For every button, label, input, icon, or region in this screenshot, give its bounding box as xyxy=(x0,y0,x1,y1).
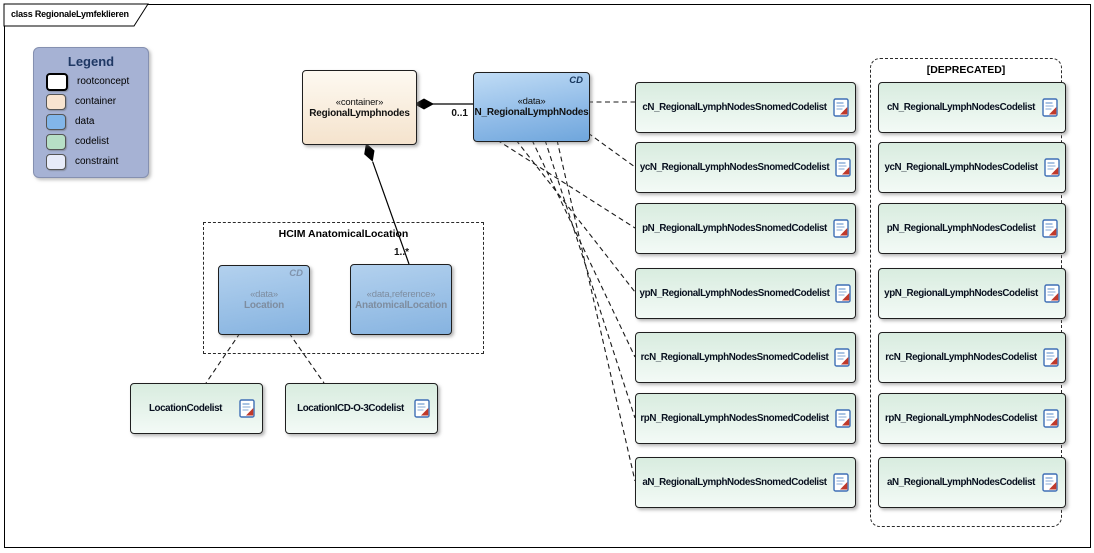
codelist-box[interactable]: rpN_RegionalLymphNodesCodelist xyxy=(878,393,1066,444)
multiplicity-1-many: 1..* xyxy=(394,247,410,258)
codelist-name: ycN_RegionalLymphNodesSnomedCodelist xyxy=(639,162,830,173)
deprecated-group-title: [DEPRECATED] xyxy=(926,64,1006,76)
class-box-anatomicallocation[interactable]: «data,reference» AnatomicalLocation xyxy=(350,264,452,335)
hcim-group-title: HCIM AnatomicalLocation xyxy=(278,228,409,240)
legend-item-label: codelist xyxy=(75,136,109,147)
legend-item: constraint xyxy=(46,153,148,170)
class-name: Location xyxy=(243,300,285,311)
cd-type-tag: CD xyxy=(569,75,583,86)
document-icon xyxy=(835,158,851,177)
codelist-box[interactable]: ycN_RegionalLymphNodesCodelist xyxy=(878,142,1066,193)
codelist-box[interactable]: pN_RegionalLymphNodesCodelist xyxy=(878,203,1066,254)
legend-item-label: data xyxy=(75,116,95,127)
container-swatch xyxy=(46,93,66,110)
document-icon xyxy=(834,348,851,367)
document-icon xyxy=(834,409,851,428)
codelist-box[interactable]: ypN_RegionalLymphNodesCodelist xyxy=(878,268,1066,319)
document-icon xyxy=(832,98,849,117)
codelist-box[interactable]: ypN_RegionalLymphNodesSnomedCodelist xyxy=(635,268,856,319)
class-box-regionallymphnodes[interactable]: «container» RegionalLymphnodes xyxy=(302,70,417,145)
codelist-box[interactable]: cN_RegionalLymphNodesCodelist xyxy=(878,82,1066,133)
codelist-name: rpN_RegionalLymphNodesSnomedCodelist xyxy=(640,413,829,424)
document-icon xyxy=(239,399,255,418)
class-name: RegionalLymphnodes xyxy=(309,107,410,119)
codelist-box[interactable]: ycN_RegionalLymphNodesSnomedCodelist xyxy=(635,142,856,193)
document-icon xyxy=(1043,348,1059,367)
codelist-name: rpN_RegionalLymphNodesCodelist xyxy=(884,413,1038,424)
legend-item: container xyxy=(46,93,148,110)
codelist-box[interactable]: rcN_RegionalLymphNodesCodelist xyxy=(878,332,1066,383)
document-icon xyxy=(835,284,852,303)
codelist-box[interactable]: rpN_RegionalLymphNodesSnomedCodelist xyxy=(635,393,856,444)
codelist-name: cN_RegionalLymphNodesCodelist xyxy=(886,102,1036,113)
legend-item: rootconcept xyxy=(46,72,148,91)
document-icon xyxy=(1042,98,1058,117)
legend-item: data xyxy=(46,113,148,130)
codelist-name: ypN_RegionalLymphNodesSnomedCodelist xyxy=(639,288,830,299)
codelist-box[interactable]: aN_RegionalLymphNodesSnomedCodelist xyxy=(635,457,856,508)
document-icon xyxy=(1042,473,1058,492)
document-icon xyxy=(1042,219,1058,238)
codelist-name: aN_RegionalLymphNodesSnomedCodelist xyxy=(642,477,827,488)
data-swatch xyxy=(46,113,66,130)
codelist-name: aN_RegionalLymphNodesCodelist xyxy=(886,477,1036,488)
codelist-box[interactable]: cN_RegionalLymphNodesSnomedCodelist xyxy=(635,82,856,133)
document-icon xyxy=(1043,409,1059,428)
document-icon xyxy=(1044,284,1060,303)
codelist-name: rcN_RegionalLymphNodesCodelist xyxy=(885,352,1037,363)
legend-item: codelist xyxy=(46,133,148,150)
legend-item-label: constraint xyxy=(75,156,119,167)
multiplicity-0-1: 0..1 xyxy=(451,108,468,119)
legend: Legend rootconcept container data codeli… xyxy=(33,47,149,178)
stereotype-label: «container» xyxy=(335,96,384,108)
class-name: N_RegionalLymphNodes xyxy=(474,107,589,118)
codelist-box-locationcodelist[interactable]: LocationCodelist xyxy=(130,383,263,434)
class-box-n-regionallymphnodes[interactable]: CD «data» N_RegionalLymphNodes xyxy=(473,72,590,142)
class-name: AnatomicalLocation xyxy=(355,299,447,311)
legend-title: Legend xyxy=(67,54,115,69)
codelist-name: rcN_RegionalLymphNodesSnomedCodelist xyxy=(640,352,829,363)
legend-item-label: container xyxy=(75,96,117,107)
codelist-name: ycN_RegionalLymphNodesCodelist xyxy=(884,162,1038,173)
codelist-name: pN_RegionalLymphNodesCodelist xyxy=(886,223,1036,234)
document-icon xyxy=(1043,158,1060,177)
codelist-name: ypN_RegionalLymphNodesCodelist xyxy=(884,288,1038,299)
diagram-title: class RegionaleLymfeklieren xyxy=(11,9,129,19)
codelist-swatch xyxy=(46,133,66,150)
legend-item-label: rootconcept xyxy=(77,76,130,87)
class-box-location[interactable]: CD «data» Location xyxy=(218,265,310,335)
codelist-name: pN_RegionalLymphNodesSnomedCodelist xyxy=(642,223,827,234)
constraint-swatch xyxy=(46,153,66,170)
codelist-box-locationicd-o-3codelist[interactable]: LocationICD-O-3Codelist xyxy=(285,383,438,434)
codelist-box[interactable]: aN_RegionalLymphNodesCodelist xyxy=(878,457,1066,508)
stereotype-label: «data,reference» xyxy=(366,288,436,300)
codelist-name: cN_RegionalLymphNodesSnomedCodelist xyxy=(642,102,827,113)
stereotype-label: «data» xyxy=(250,289,278,300)
rootconcept-swatch xyxy=(46,72,68,91)
codelist-name: LocationCodelist xyxy=(148,403,223,414)
cd-type-tag: CD xyxy=(289,268,303,279)
codelist-box[interactable]: rcN_RegionalLymphNodesSnomedCodelist xyxy=(635,332,856,383)
codelist-box[interactable]: pN_RegionalLymphNodesSnomedCodelist xyxy=(635,203,856,254)
document-icon xyxy=(833,219,849,238)
document-icon xyxy=(414,399,430,418)
document-icon xyxy=(832,473,849,492)
stereotype-label: «data» xyxy=(517,96,546,107)
codelist-name: LocationICD-O-3Codelist xyxy=(297,403,404,414)
